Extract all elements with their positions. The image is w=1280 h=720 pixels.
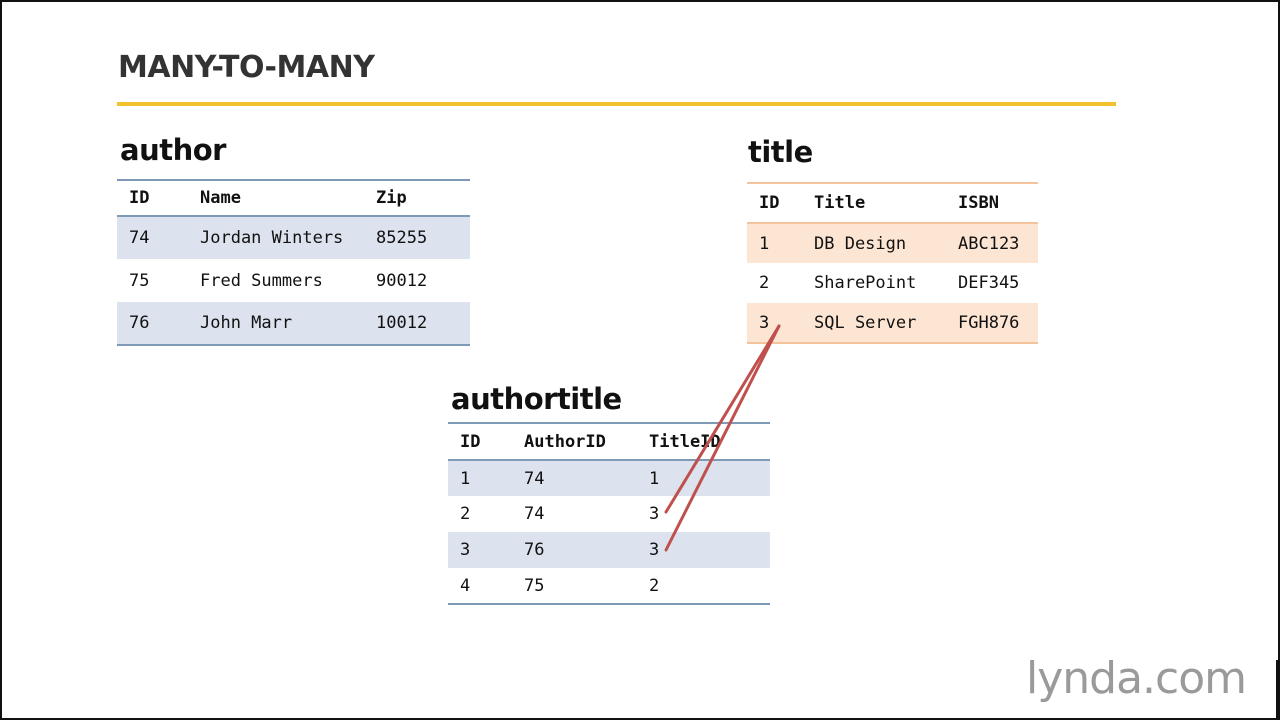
table-cell: 74: [129, 228, 150, 248]
edge-bar: [1276, 660, 1280, 720]
author-table: ID Name Zip 74 Jordan Winters 85255 75 F…: [117, 179, 470, 346]
column-header: ID: [759, 193, 780, 213]
authortitle-table: ID AuthorID TitleID 1 74 1 2 74 3 3 76 3…: [448, 422, 770, 605]
authortitle-table-caption: authortitle: [451, 382, 622, 416]
table-header-row: ID Title ISBN: [747, 183, 1038, 223]
slide-title: MANY-TO-MANY: [118, 50, 375, 85]
table-cell: 2: [460, 504, 471, 524]
author-table-caption: author: [120, 133, 226, 167]
table-cell: Fred Summers: [200, 270, 323, 291]
table-cell: 75: [129, 270, 150, 291]
table-cell: SQL Server: [814, 312, 917, 333]
table-cell: 74: [524, 504, 545, 524]
table-cell: DEF345: [958, 273, 1020, 293]
table-cell: 75: [524, 575, 545, 596]
table-cell: FGH876: [958, 312, 1020, 333]
table-row: 1 74 1: [448, 460, 770, 496]
lynda-logo: lynda.com: [1026, 653, 1247, 704]
table-row: 3 76 3: [448, 532, 770, 568]
table-row: 74 Jordan Winters 85255: [117, 216, 470, 259]
table-row: 4 75 2: [448, 568, 770, 604]
column-header: Title: [814, 193, 866, 213]
table-cell: 76: [524, 540, 545, 560]
column-header: AuthorID: [524, 431, 606, 452]
table-row: 3 SQL Server FGH876: [747, 303, 1038, 343]
table-cell: Jordan Winters: [200, 228, 344, 248]
table-cell: SharePoint: [814, 273, 917, 293]
table-header-row: ID AuthorID TitleID: [448, 423, 770, 460]
table-cell: 3: [649, 540, 660, 560]
table-cell: 1: [460, 468, 471, 489]
table-cell: 1: [649, 468, 660, 489]
table-row: 75 Fred Summers 90012: [117, 259, 470, 302]
title-table: ID Title ISBN 1 DB Design ABC123 2 Share…: [747, 182, 1038, 344]
table-cell: 4: [460, 575, 471, 596]
table-cell: 90012: [376, 270, 428, 291]
table-cell: 3: [649, 504, 660, 524]
table-cell: 10012: [376, 313, 428, 333]
table-cell: 3: [460, 540, 471, 560]
column-header: ID: [460, 431, 481, 452]
column-header: TitleID: [649, 431, 721, 452]
table-row: 2 74 3: [448, 496, 770, 532]
table-cell: 2: [759, 273, 770, 293]
table-cell: ABC123: [958, 233, 1020, 254]
title-table-caption: title: [748, 135, 813, 169]
table-cell: 3: [759, 312, 770, 333]
table-header-row: ID Name Zip: [117, 180, 470, 216]
column-header: ID: [129, 188, 150, 208]
title-underline: [117, 102, 1116, 106]
table-cell: 85255: [376, 228, 428, 248]
table-cell: 76: [129, 313, 150, 333]
column-header: ISBN: [958, 193, 999, 213]
table-cell: 1: [759, 233, 770, 254]
column-header: Zip: [376, 188, 407, 208]
table-cell: DB Design: [814, 233, 907, 254]
table-cell: John Marr: [200, 313, 293, 333]
table-row: 1 DB Design ABC123: [747, 223, 1038, 263]
column-header: Name: [200, 188, 241, 208]
table-cell: 74: [524, 468, 545, 489]
table-row: 76 John Marr 10012: [117, 302, 470, 345]
table-row: 2 SharePoint DEF345: [747, 263, 1038, 303]
table-cell: 2: [649, 575, 660, 596]
